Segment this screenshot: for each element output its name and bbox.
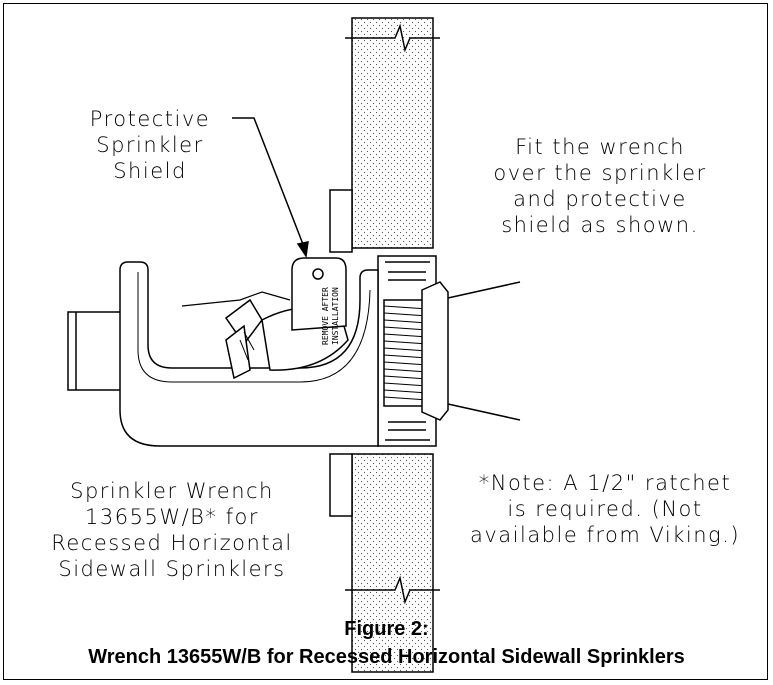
shield-tag-text-2: INSTALLATION xyxy=(331,287,340,345)
fit-callout-line-2: over the sprinkler xyxy=(493,161,707,185)
sprinkler-wrench xyxy=(67,261,379,447)
fit-callout-line-4: shield as shown. xyxy=(501,213,699,237)
shield-leader-line xyxy=(232,117,309,259)
wrench-callout-line-1: Sprinkler Wrench xyxy=(70,479,274,503)
shield-callout-line-2: Sprinkler xyxy=(96,133,204,157)
wall-section xyxy=(329,17,440,673)
figure-caption-title: Wrench 13655W/B for Recessed Horizontal … xyxy=(88,646,685,668)
shield-tag-text-1: REMOVE AFTER xyxy=(321,287,330,345)
shield-callout-line-3: Shield xyxy=(113,159,187,183)
fit-callout: Fit the wrench over the sprinkler and pr… xyxy=(450,134,750,238)
fit-callout-line-3: and protective xyxy=(513,187,687,211)
ratchet-note-line-1: *Note: A 1/2" ratchet xyxy=(478,471,732,495)
sprinkler-body xyxy=(377,255,521,447)
protective-shield xyxy=(291,257,347,331)
shield-callout-line-1: Protective xyxy=(89,107,211,131)
wrench-callout: Sprinkler Wrench 13655W/B* for Recessed … xyxy=(22,478,322,582)
ratchet-note-line-3: available from Viking.) xyxy=(469,523,741,547)
wrench-callout-line-2: 13655W/B* for xyxy=(85,505,259,529)
wrench-callout-line-4: Sidewall Sprinklers xyxy=(58,557,286,581)
wrench-callout-line-3: Recessed Horizontal xyxy=(51,531,293,555)
shield-callout: Protective Sprinkler Shield xyxy=(60,106,240,184)
ratchet-note: *Note: A 1/2" ratchet is required. (Not … xyxy=(442,470,768,548)
figure-caption-number: Figure 2: xyxy=(344,618,429,640)
fit-callout-line-1: Fit the wrench xyxy=(515,135,685,159)
ratchet-note-line-2: is required. (Not xyxy=(507,497,703,521)
